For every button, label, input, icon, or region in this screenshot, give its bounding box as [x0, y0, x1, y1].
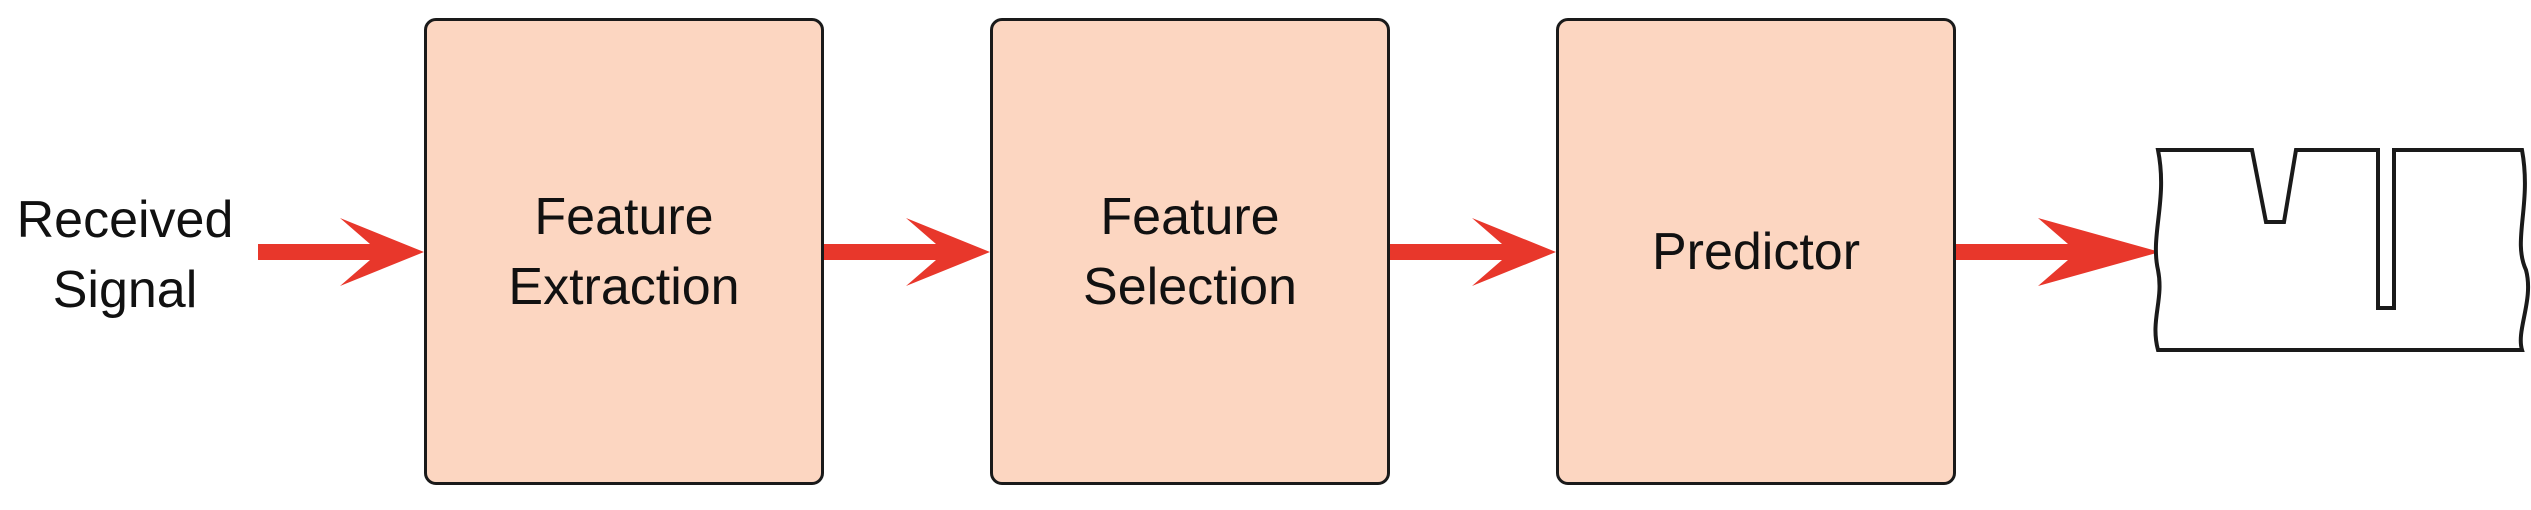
feature-selection-line-1: Feature: [1100, 187, 1280, 246]
predictor-line-1: Predictor: [1651, 222, 1861, 281]
feature-selection-block: Feature Selection: [990, 18, 1390, 485]
input-label-line-2: Signal: [52, 261, 198, 319]
feature-extraction-block: Feature Extraction: [424, 18, 824, 485]
arrow-predictor-to-output: [1956, 218, 2160, 286]
feature-extraction-line-2: Extraction: [508, 257, 740, 316]
arrow-selection-to-predictor: [1390, 218, 1556, 286]
feature-extraction-line-1: Feature: [534, 187, 714, 246]
input-label-line-1: Received: [16, 191, 234, 249]
arrow-extraction-to-selection: [824, 218, 990, 286]
feature-selection-line-2: Selection: [1083, 257, 1297, 316]
predictor-block: Predictor: [1556, 18, 1956, 485]
grooved-profile-icon: [2153, 148, 2531, 352]
input-label: Received Signal: [0, 185, 250, 325]
arrow-input-to-extraction: [258, 218, 424, 286]
